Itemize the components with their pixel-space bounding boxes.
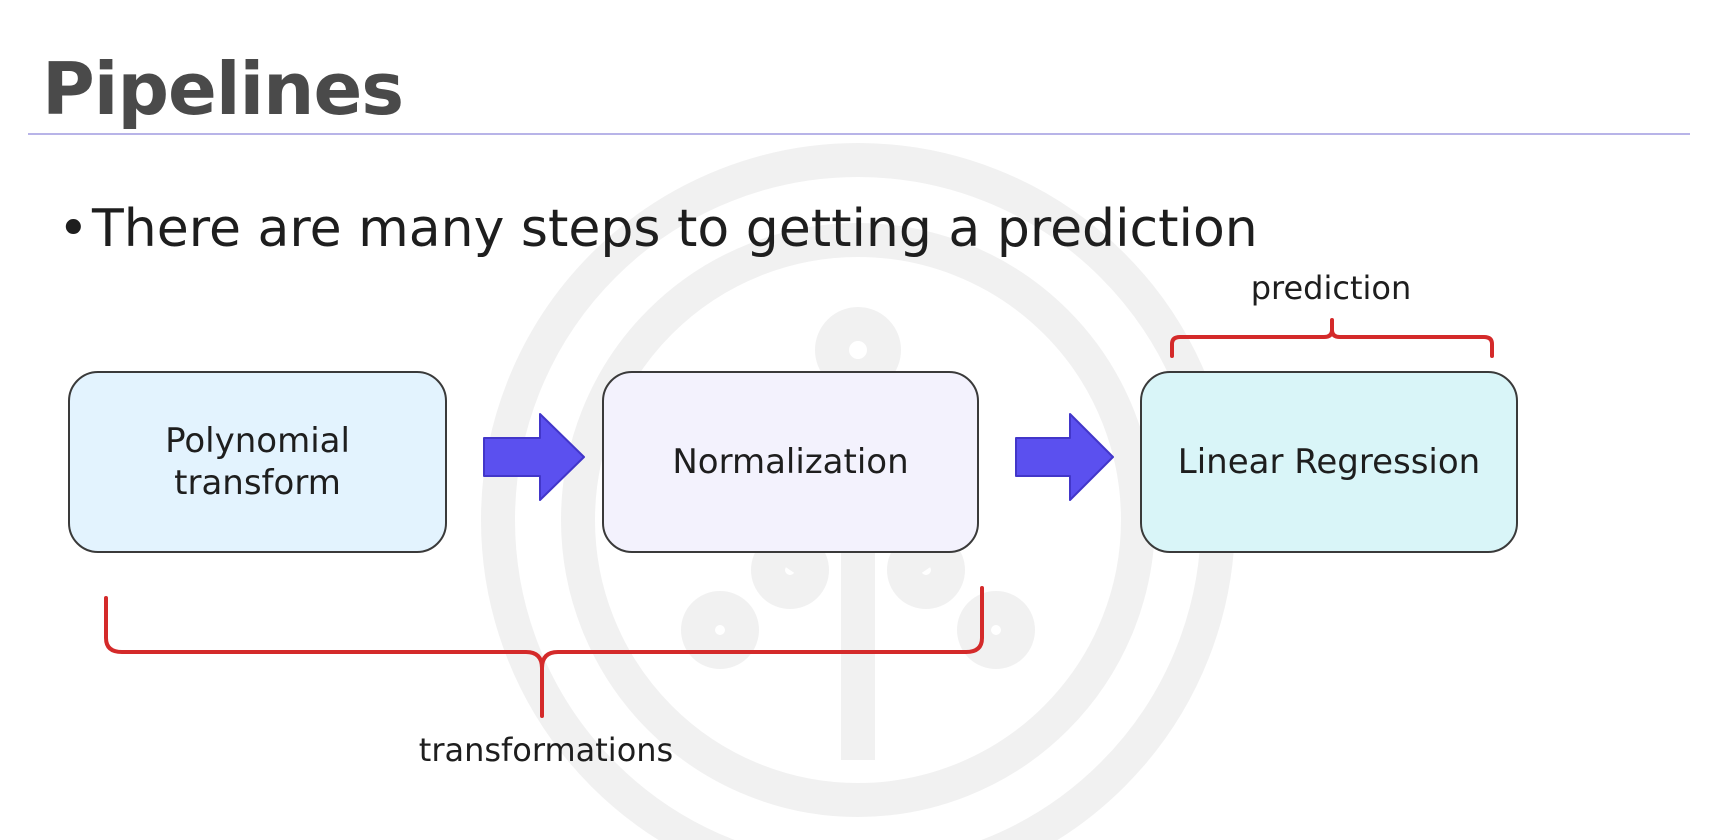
- right-arrow-icon: [483, 413, 585, 501]
- arrow-2: [1015, 413, 1114, 501]
- curly-brace-icon: [104, 586, 984, 718]
- step-label-line: Polynomial: [165, 421, 350, 461]
- step-label-line: Linear Regression: [1177, 442, 1481, 482]
- prediction-group-label: prediction: [1250, 269, 1412, 307]
- step-linear-regression: Linear Regression: [1140, 371, 1518, 553]
- step-label-line: Normalization: [672, 442, 909, 482]
- bullet-text: There are many steps to getting a predic…: [92, 199, 1258, 259]
- step-polynomial-transform: Polynomial transform: [68, 371, 447, 553]
- right-arrow-icon: [1015, 413, 1114, 501]
- slide-title: Pipelines: [42, 47, 404, 131]
- bullet-marker: •: [58, 199, 89, 259]
- arrow-1: [483, 413, 585, 501]
- bullet-point: •There are many steps to getting a predi…: [58, 196, 1258, 262]
- step-label-line: transform: [174, 463, 341, 503]
- curly-brace-icon: [1170, 318, 1494, 358]
- step-normalization: Normalization: [602, 371, 979, 553]
- transformations-group-label: transformations: [418, 731, 674, 769]
- title-divider: [28, 133, 1690, 135]
